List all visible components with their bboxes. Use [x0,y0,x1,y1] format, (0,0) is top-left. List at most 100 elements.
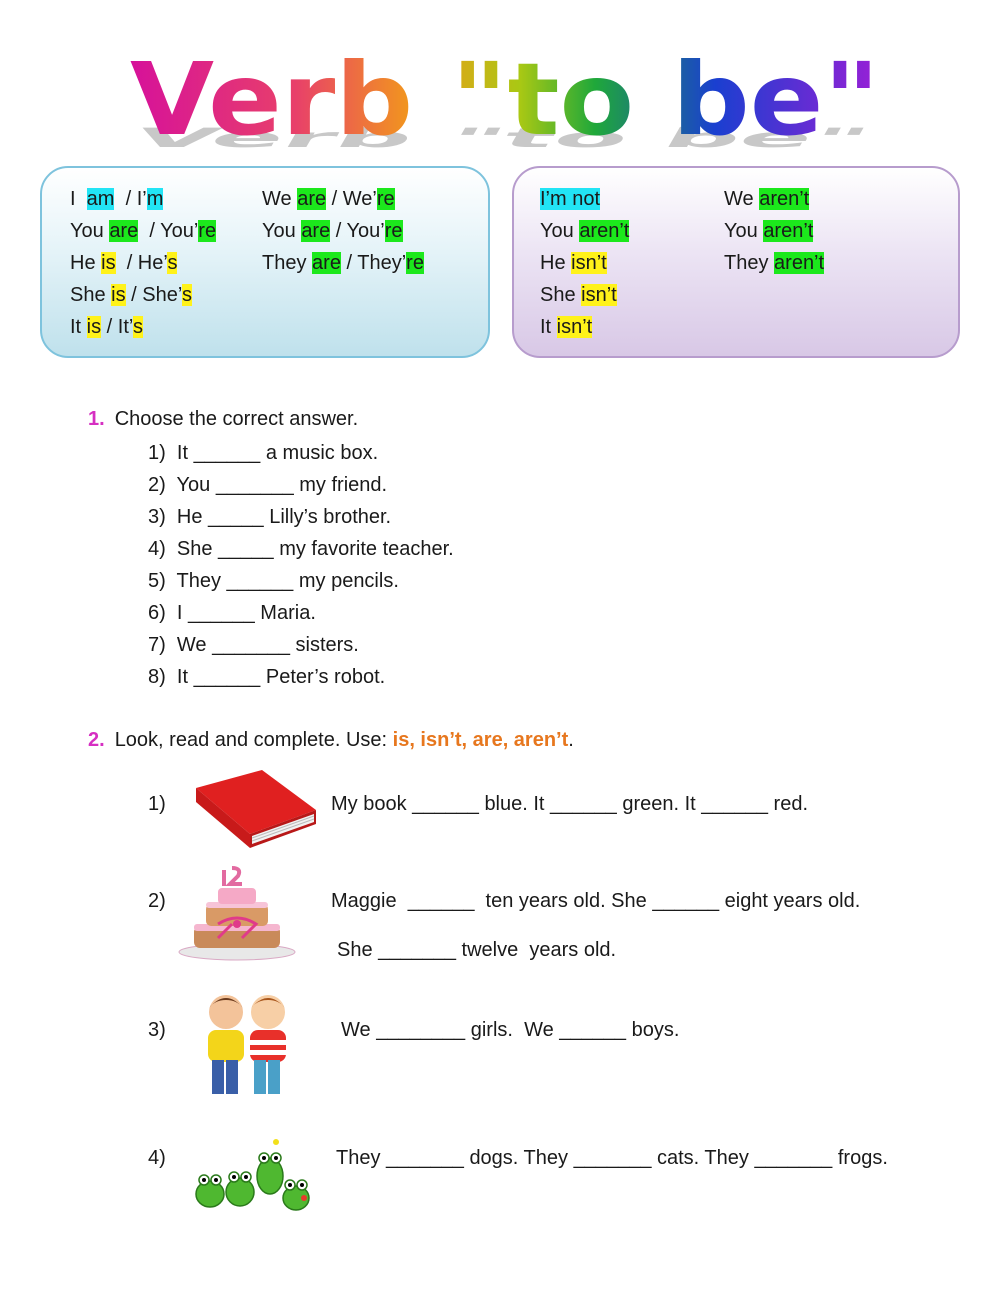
subject-text: / He’ [115,252,168,274]
subject-text: They [262,252,313,274]
subject-text: It [70,316,87,338]
verb-form-row: I am / I’m [70,186,216,218]
frogs-icon [192,1136,322,1225]
subject-text: He [540,252,572,274]
verb-form-row: She isn’t [540,282,629,314]
highlighted-verb: are [312,252,341,274]
subject-text: You [70,220,110,242]
subject-text: She [540,284,582,306]
exercise-sentence: My book ______ blue. It ______ green. It… [331,793,809,815]
verb-form-row: We are / We’re [262,186,424,218]
question-item: 1) It ______ a music box. [148,442,379,464]
section-number: 1. [88,408,105,430]
highlighted-verb: aren’t [759,188,810,210]
highlighted-verb: re [376,188,395,210]
subject-text: We [262,188,298,210]
section-1-heading: 1. Choose the correct answer. [88,408,358,431]
verb-form-row: You aren’t [540,218,630,250]
verb-form-row: They aren’t [724,250,825,282]
exercise-sentence: Maggie ______ ten years old. She ______ … [331,890,861,912]
exercise-number: 3) [148,1019,166,1041]
question-item: 3) He _____ Lilly’s brother. [148,506,392,528]
highlighted-verb: aren’t [774,252,825,274]
subject-text: / You’ [138,220,199,242]
highlighted-verb: am [86,188,115,210]
exercise-sentence: She _______ twelve years old. [337,939,617,961]
exercise-number: 1) [148,793,166,815]
subject-text: I [70,188,87,210]
verb-form-row: You aren’t [724,218,824,250]
subject-text: We [724,188,760,210]
title-shadow: Verb "to be" [127,123,876,150]
verb-form-row: We aren’t [724,186,824,218]
section-instruction: Choose the correct answer. [114,408,359,430]
subject-text: / I’ [114,188,147,210]
subject-text: / They’ [340,252,407,274]
use-words: is, isn’t, are, aren’t [392,729,569,751]
highlighted-verb: aren’t [763,220,814,242]
question-item: 8) It ______ Peter’s robot. [148,666,386,688]
verb-form-row: I’m not [540,186,629,218]
exercise-number: 2) [148,890,166,912]
period: . [568,729,574,751]
highlighted-verb: re [406,252,424,274]
subject-text: / You’ [330,220,385,242]
verb-form-row: They are / They’re [262,250,424,282]
subject-text: You [724,220,764,242]
birthday-cake-icon [176,862,298,967]
highlighted-verb: are [297,188,327,210]
exercise-number: 4) [148,1147,166,1169]
verb-form-row: He isn’t [540,250,629,282]
question-item: 4) She _____ my favorite teacher. [148,538,454,560]
subject-text: It [540,316,557,338]
highlighted-verb: s [167,252,178,274]
verb-form-row: You are / You’re [70,218,217,250]
highlighted-verb: aren’t [579,220,630,242]
highlighted-verb: s [133,316,143,338]
highlighted-verb: m [146,188,164,210]
title-text: Verb "to be" [130,41,880,150]
highlighted-verb: isn’t [581,284,617,306]
subject-text: You [540,220,580,242]
highlighted-verb: re [384,220,403,242]
highlighted-verb: is [86,316,102,338]
highlighted-verb: s [181,284,192,306]
verb-form-row: You are / You’re [262,218,424,250]
exercise-sentence: We ________ girls. We ______ boys. [341,1019,680,1041]
two-boys-icon [196,990,300,1107]
highlighted-verb: isn’t [571,252,607,274]
page-title: Verb "to be" Verb "to be" [0,40,1000,150]
section-2-heading: 2. Look, read and complete. Use: is, isn’… [88,729,574,752]
question-item: 2) You _______ my friend. [148,474,388,496]
exercise-sentence: They _______ dogs. They _______ cats. Th… [336,1147,888,1169]
section-number: 2. [88,729,105,751]
highlighted-verb: is [101,252,116,274]
highlighted-verb: are [109,220,139,242]
subject-text: / We’ [326,188,377,210]
section-instruction: Look, read and complete. Use: [114,729,393,751]
verb-form-row: He is / He’s [70,250,216,282]
highlighted-verb: I’m not [540,188,601,210]
question-item: 7) We _______ sisters. [148,634,359,656]
verb-form-row: She is / She’s [70,282,216,314]
highlighted-verb: is [111,284,126,306]
question-item: 5) They ______ my pencils. [148,570,399,592]
highlighted-verb: isn’t [556,316,593,338]
section-1-questions: 1) It ______ a music box. 2) You _______ … [148,440,454,696]
subject-text: / She’ [125,284,182,306]
subject-text: You [262,220,302,242]
highlighted-verb: are [301,220,331,242]
verb-form-row: It isn’t [540,314,629,346]
question-item: 6) I ______ Maria. [148,602,316,624]
subject-text: They [724,252,775,274]
subject-text: / It’ [101,316,133,338]
highlighted-verb: re [198,220,217,242]
red-book-icon [194,768,320,857]
verb-form-row: It is / It’s [70,314,216,346]
